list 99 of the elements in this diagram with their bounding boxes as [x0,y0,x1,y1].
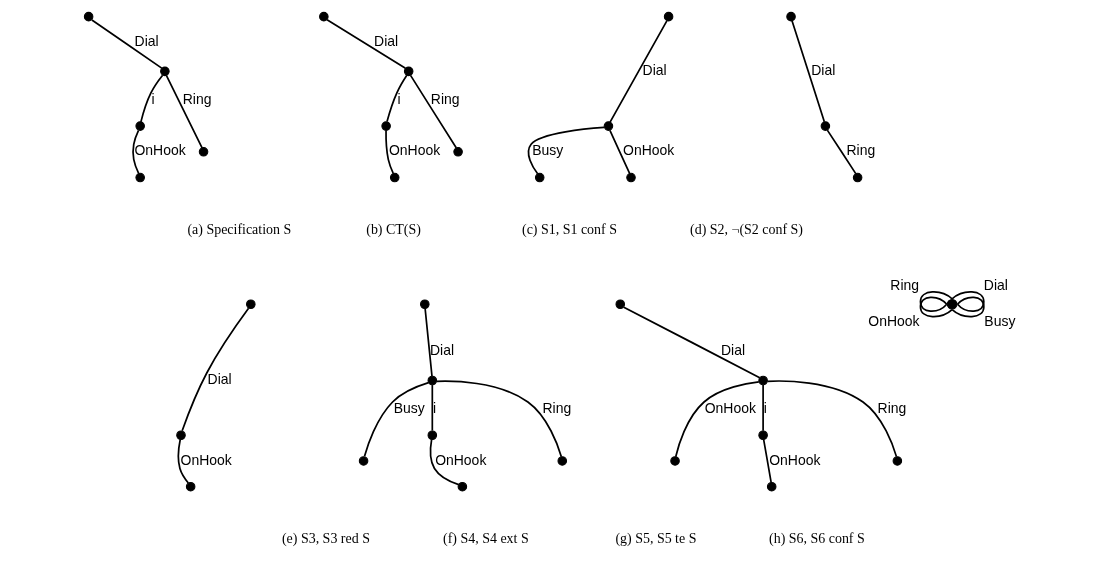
node-circle [670,456,680,466]
connector [435,380,563,458]
edge-label: Busy [393,400,425,417]
node-circle [160,66,170,77]
node-circle [820,121,831,131]
edge-label: Dial [134,33,159,50]
node-circle [381,121,391,131]
node-circle [83,11,94,22]
connector [762,438,772,484]
edge-label: OnHook [389,142,441,159]
connector [424,307,433,377]
connector [386,74,408,123]
label: (d) S2, ¬(S2 conf S) [690,221,803,237]
edge-label: i [151,91,155,108]
node-circle [176,430,186,441]
edge-label: OnHook [769,451,821,468]
edge-label: Dial [374,33,399,50]
node-circle [403,66,414,77]
connector [181,307,250,432]
connector [609,19,668,123]
connector [140,74,164,123]
connector [177,438,190,484]
connector [409,74,458,149]
edge-label: Ring [877,400,907,417]
edge-label: OnHook [435,451,487,468]
edge-label: OnHook [868,313,920,330]
node-circle [892,456,903,466]
edge-label: Busy [532,142,564,159]
edge-label: Dial [429,342,454,359]
node-circle [626,172,636,183]
node-circle [534,172,545,183]
connector [622,306,761,379]
connector [919,291,953,313]
connector [609,129,631,175]
label: (b) CT(S) [366,221,421,237]
edge-label: i [763,400,767,417]
label: (a) Specification S [187,221,292,237]
node-circle [758,375,768,386]
connector [762,384,764,432]
edge-label: Ring [846,142,876,159]
edge-label: OnHook [623,142,675,159]
connector [431,384,434,432]
node-circle [663,11,674,22]
label: (g) S5, S5 te S [615,530,697,546]
connector [527,126,605,175]
label: (f) S4, S4 ext S [443,530,529,546]
connector [165,74,203,149]
edge-label: Dial [811,62,836,79]
node-circle [427,375,438,386]
connector [791,19,826,123]
edge-label: Ring [430,91,460,108]
edge-label: i [397,91,401,108]
node-circle [420,299,430,310]
node-circle [457,481,468,492]
connector [674,381,760,458]
node-circle [135,121,145,131]
node-circle [198,147,209,157]
node-circle [246,299,256,310]
edge-label: Dial [721,342,746,359]
node-circle [389,172,400,183]
node-circle [135,172,145,183]
node-circle [852,172,863,183]
connector [951,296,985,318]
connector [132,129,140,175]
node-circle [453,147,463,157]
edge-label: Busy [984,313,1016,330]
node-circle [946,298,958,310]
edge-label: OnHook [134,142,186,159]
connector [385,129,394,174]
node-circle [358,456,369,466]
edge-label: OnHook [704,400,756,417]
edge-label: Dial [642,62,667,79]
edge-label: OnHook [180,451,232,468]
node-circle [758,430,768,441]
connector [91,19,163,69]
connector [326,18,407,70]
connector [429,438,460,486]
connector [951,291,985,313]
node-circle [427,430,438,441]
node-circle [557,456,568,466]
edge-label: i [432,400,437,417]
node-circle [615,299,626,310]
label: (e) S3, S3 red S [281,530,370,546]
edge-label: Ring [182,91,212,108]
label: (c) S1, S1 conf S [521,221,617,237]
node-circle [185,481,196,492]
node-circle [766,481,777,492]
edge-label: Dial [207,371,232,388]
connector [919,296,953,318]
node-circle [786,11,796,22]
label: (h) S6, S6 conf S [769,530,865,546]
node-circle [319,11,329,22]
edge-label: Ring [890,276,920,293]
connector [826,129,857,175]
connector [766,380,898,458]
connector [363,381,430,458]
edge-label: Ring [542,400,572,417]
edge-label: Dial [983,276,1008,293]
node-circle [603,121,614,131]
